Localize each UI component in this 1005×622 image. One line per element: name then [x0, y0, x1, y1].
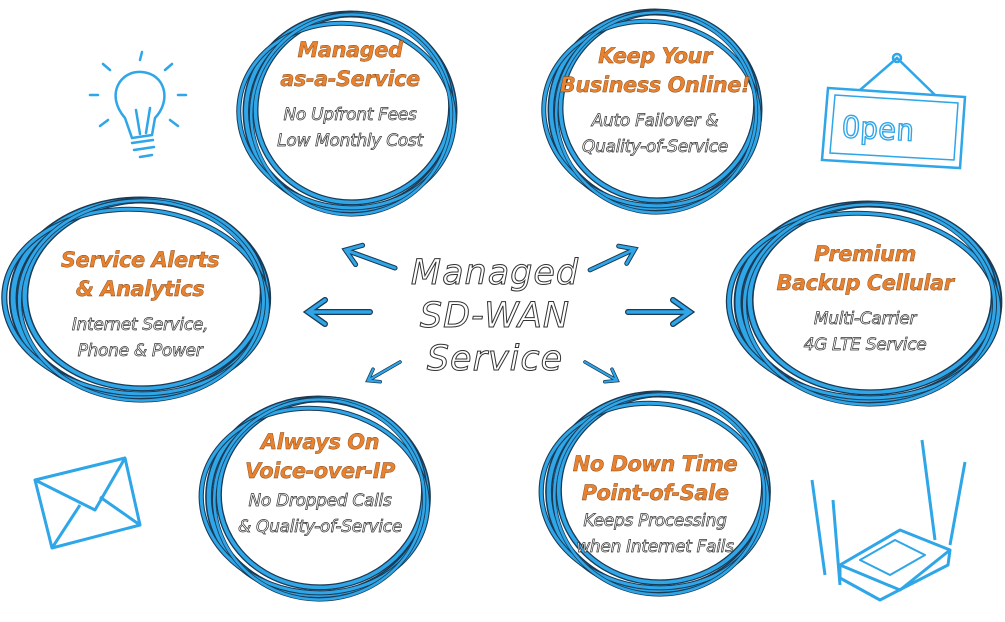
node-title: as-a-Service	[280, 67, 420, 91]
node-subtitle: Auto Failover &	[591, 111, 719, 132]
node-subtitle: No Dropped Calls	[248, 491, 392, 512]
envelope-icon	[33, 456, 142, 550]
node-title: Backup Cellular	[776, 271, 954, 295]
center-line-1: Managed	[410, 253, 580, 294]
open-sign-text: Open	[840, 109, 916, 149]
center-label: Managed SD-WAN Service	[395, 252, 595, 381]
node-title: Keep Your	[598, 44, 713, 68]
node-title: Point-of-Sale	[581, 481, 729, 505]
arrow-left-icon	[308, 300, 370, 324]
arrow-right-icon	[628, 300, 690, 324]
node-subtitle: Internet Service,	[71, 315, 209, 336]
open-sign-icon	[820, 52, 967, 170]
node-title: & Analytics	[75, 277, 205, 301]
node-subtitle: 4G LTE Service	[803, 335, 927, 356]
node-subtitle: Keeps Processing	[583, 511, 727, 532]
node-title: Voice-over-IP	[245, 459, 396, 483]
center-line-3: Service	[426, 339, 564, 380]
node-title: Always On	[260, 430, 380, 454]
node-subtitle: Low Monthly Cost	[277, 131, 424, 152]
node-service-alerts: Service Alerts & Analytics Internet Servi…	[25, 246, 255, 364]
node-subtitle: & Quality-of-Service	[238, 517, 403, 538]
node-title: No Down Time	[572, 452, 738, 476]
node-subtitle: Multi-Carrier	[813, 309, 917, 330]
node-voip: Always On Voice-over-IP No Dropped Calls &…	[205, 428, 435, 540]
arrow-up-left-icon	[342, 240, 398, 277]
node-title: Service Alerts	[60, 248, 220, 272]
node-subtitle: No Upfront Fees	[283, 105, 417, 126]
node-title: Business Online!	[559, 73, 751, 97]
lightbulb-icon	[88, 50, 188, 159]
node-title: Premium	[814, 242, 917, 266]
node-subtitle: Quality-of-Service	[582, 137, 729, 158]
center-line-2: SD-WAN	[419, 296, 571, 337]
node-title: Managed	[297, 38, 403, 62]
node-subtitle: Phone & Power	[77, 341, 203, 362]
router-icon	[810, 439, 967, 602]
node-subtitle: when Internet Fails	[576, 537, 734, 558]
